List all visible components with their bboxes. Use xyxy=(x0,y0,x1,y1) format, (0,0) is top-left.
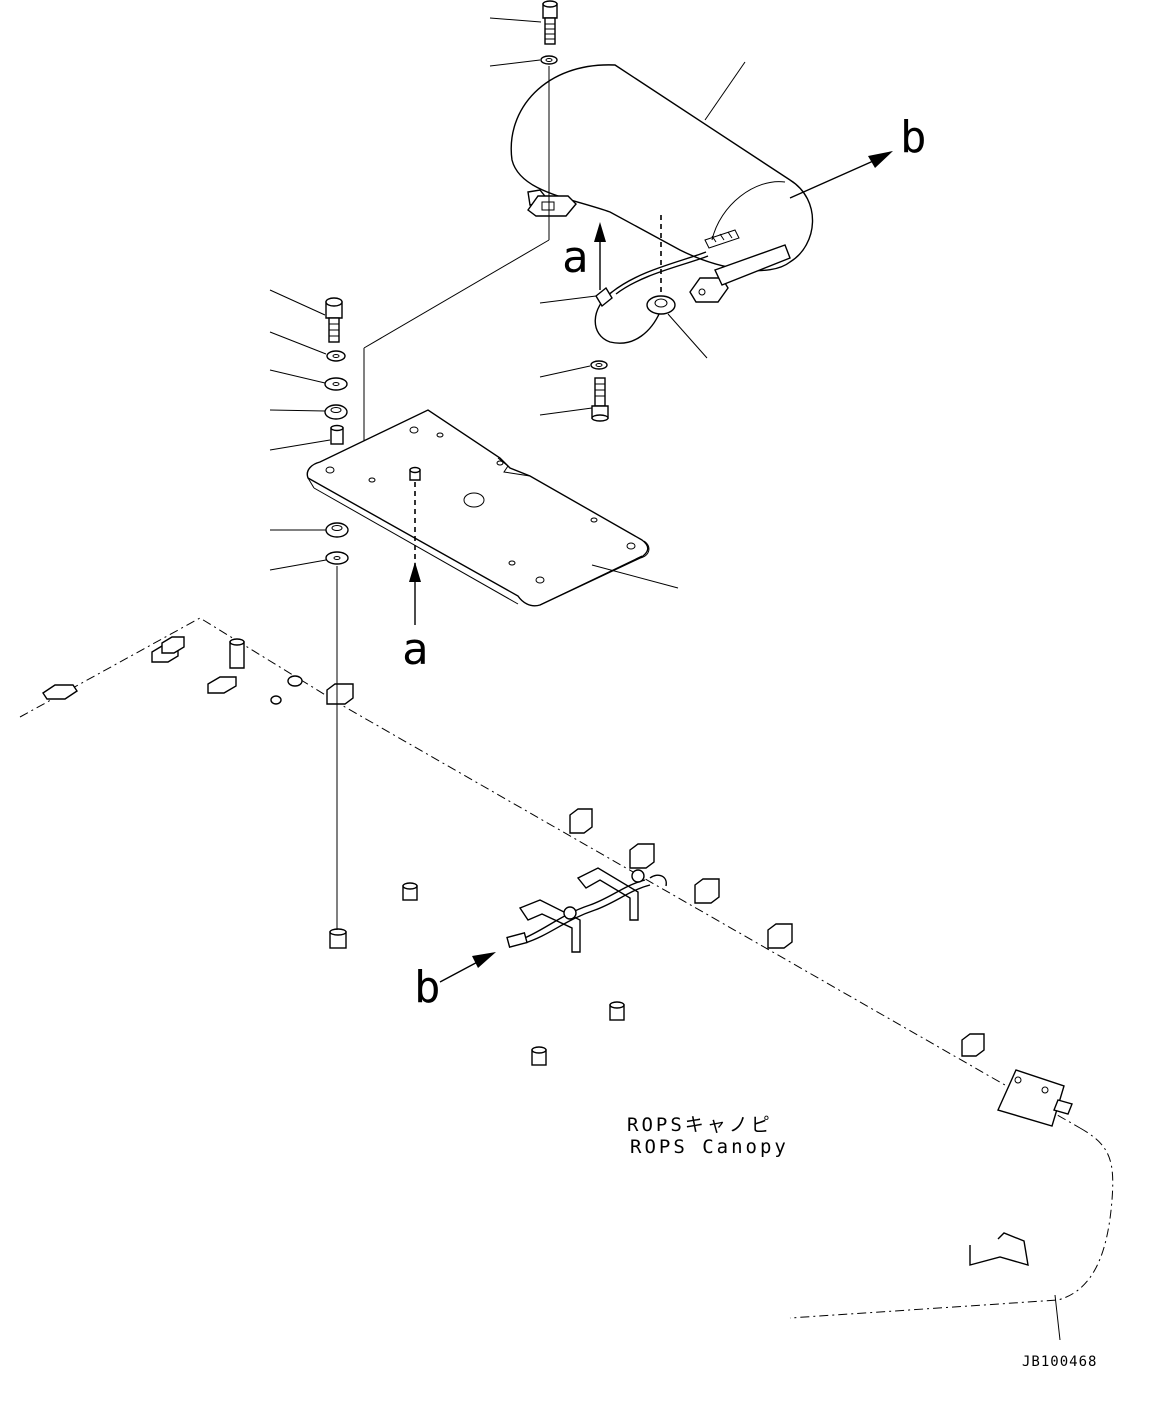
seat-bolt-lower xyxy=(590,360,609,422)
drawing-code: JB100468 xyxy=(1022,1354,1097,1370)
canopy-brackets xyxy=(42,636,1073,1266)
seat-arrow-b xyxy=(789,151,893,199)
leader-lines xyxy=(269,17,746,589)
seat-cushion xyxy=(510,64,814,344)
harness-arrow-b xyxy=(439,952,496,983)
seat-mounting-plate xyxy=(306,409,650,607)
canopy-harness xyxy=(506,867,667,953)
rops-canopy-outline xyxy=(19,617,1114,1341)
view-label-b-top: b xyxy=(900,112,927,163)
canopy-label-english: ROPS Canopy xyxy=(630,1136,789,1158)
plate-arrow-a xyxy=(409,562,421,625)
view-label-b-bottom: b xyxy=(414,962,441,1013)
view-label-a-bottom: a xyxy=(402,624,429,675)
view-label-a-top: a xyxy=(562,232,589,283)
seat-bolt-top xyxy=(363,0,558,478)
canopy-studs xyxy=(329,882,625,1066)
seat-arrow-a xyxy=(594,222,606,290)
plate-bolt-stack xyxy=(324,297,349,930)
canopy-label-japanese: ROPSキャノピ xyxy=(627,1114,773,1136)
